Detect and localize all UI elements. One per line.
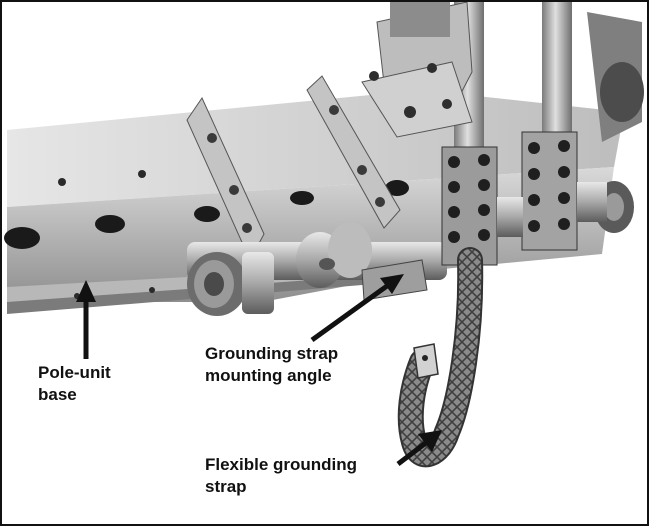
- mounting-angle-line-1: Grounding strap: [205, 344, 339, 363]
- pole-unit-base-line-1: Pole-unit: [38, 363, 111, 382]
- flexible-strap-label: Flexible grounding strap: [205, 454, 357, 498]
- pole-unit-base-line-2: base: [38, 385, 77, 404]
- flexible-strap-line-1: Flexible grounding: [205, 455, 358, 474]
- arrow-icon: [310, 274, 404, 343]
- pole-unit-base-label: Pole-unit base: [38, 362, 111, 406]
- arrow-icon: [76, 280, 96, 359]
- mounting-angle-line-2: mounting angle: [205, 366, 332, 385]
- flexible-strap-line-2: strap: [205, 477, 247, 496]
- arrow-icon: [396, 430, 442, 466]
- mounting-angle-label: Grounding strap mounting angle: [205, 343, 338, 387]
